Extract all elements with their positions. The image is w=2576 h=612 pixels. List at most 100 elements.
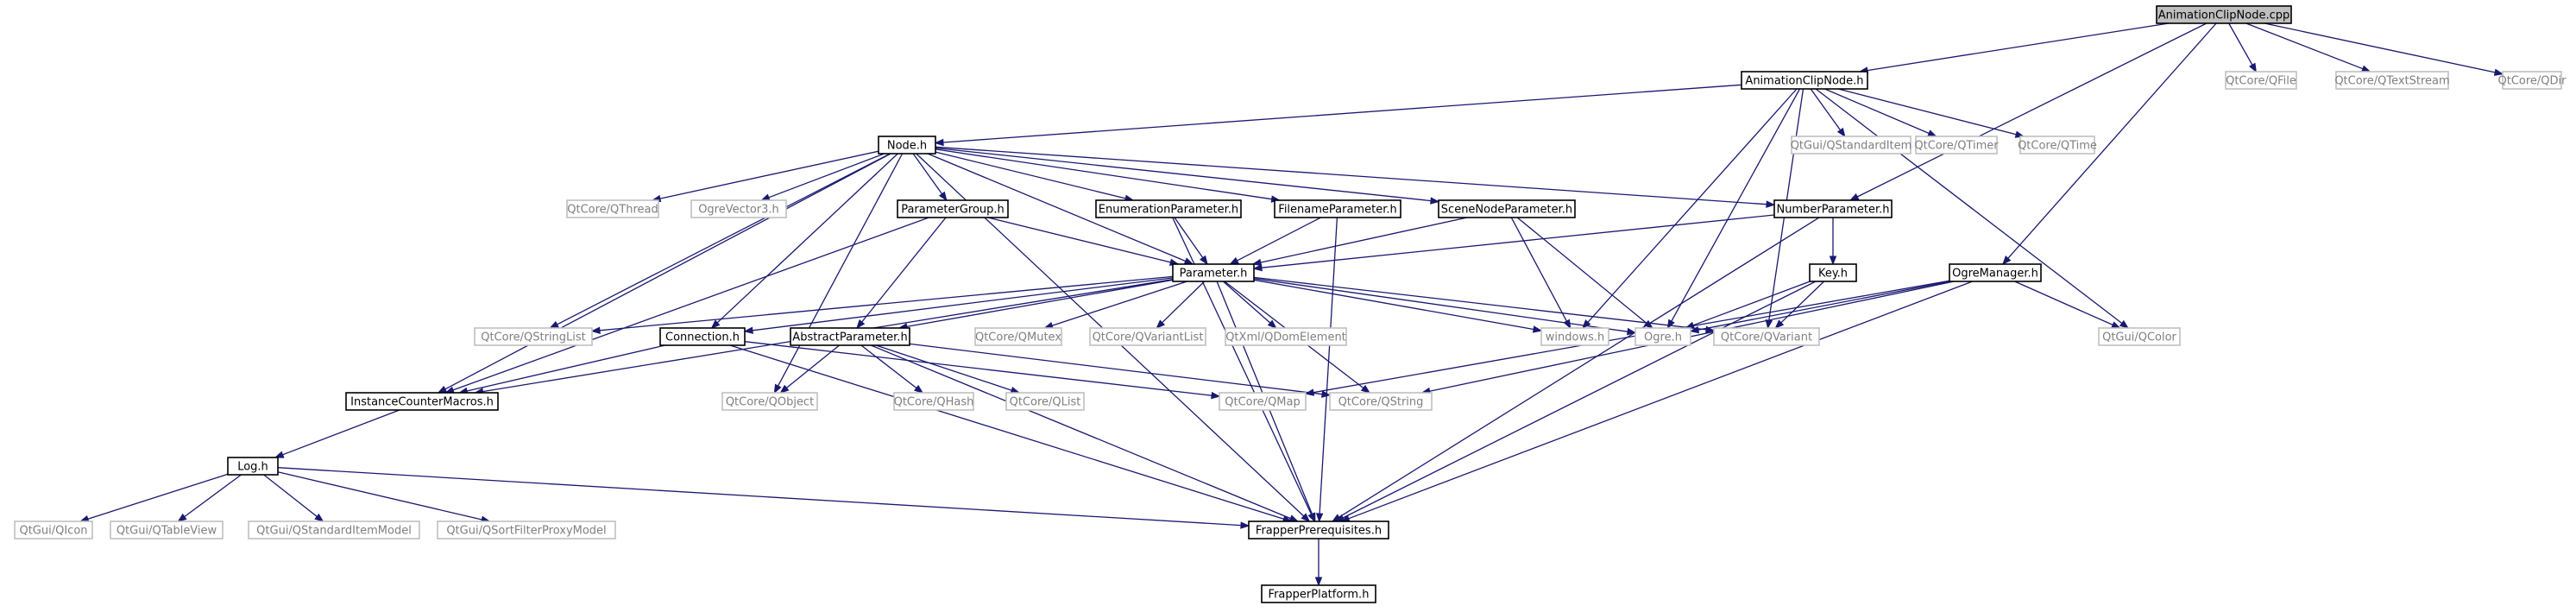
node-label: QtCore/QDir xyxy=(2498,75,2567,88)
edge-scenenodeparameter-h-to-windows-h xyxy=(1510,217,1571,330)
edge-animationclipnode-cpp-to-animationclipnode-h xyxy=(1858,22,2170,74)
node-frapperplatform-h[interactable]: FrapperPlatform.h xyxy=(1261,584,1376,603)
edge-node-h-to-scenenodeparameter-h xyxy=(935,147,1440,205)
edge-abstractparameter-h-to-qstring xyxy=(909,343,1332,398)
edge-ogremanager-h-to-frapperprerequisites-h xyxy=(1340,281,1973,522)
node-box xyxy=(2225,71,2297,90)
node-box xyxy=(2156,5,2292,24)
edge-connection-h-to-qmap xyxy=(744,341,1221,400)
node-label: Ogre.h xyxy=(1644,331,1682,344)
node-label: FilenameParameter.h xyxy=(1278,204,1396,217)
node-qlist: QtCore/QList xyxy=(1005,392,1085,411)
node-frapperprerequisites-h[interactable]: FrapperPrerequisites.h xyxy=(1248,521,1389,539)
node-box xyxy=(897,199,1009,218)
node-animationclipnode-h[interactable]: AnimationClipNode.h xyxy=(1741,71,1868,90)
edge-parameter-h-to-windows-h xyxy=(1253,279,1543,333)
node-box xyxy=(878,136,936,155)
node-box xyxy=(248,521,420,539)
node-label: Node.h xyxy=(887,140,927,153)
node-ogre-h: Ogre.h xyxy=(1634,327,1691,346)
node-label: QtCore/QStringList xyxy=(481,331,586,344)
node-qstringlist: QtCore/QStringList xyxy=(474,327,593,346)
node-box xyxy=(721,392,818,411)
node-box xyxy=(1089,327,1206,346)
edge-parameter-h-to-qvariantlist xyxy=(1156,281,1206,329)
edge-node-h-to-numberparameter-h xyxy=(935,146,1776,208)
node-label: QtGui/QColor xyxy=(2102,331,2176,344)
edge-node-h-to-instancecountermacros-h xyxy=(437,153,891,394)
node-label: QtCore/QList xyxy=(1010,396,1081,409)
node-numberparameter-h[interactable]: NumberParameter.h xyxy=(1773,199,1893,218)
edge-animationclipnode-h-to-qstandarditem xyxy=(1810,88,1846,138)
edge-animationclipnode-h-to-node-h xyxy=(934,84,1742,147)
node-box xyxy=(345,392,499,411)
edge-parameter-h-to-qvariant xyxy=(1253,276,1716,334)
node-label: ParameterGroup.h xyxy=(901,204,1005,217)
node-parameter-h[interactable]: Parameter.h xyxy=(1172,263,1255,282)
edge-key-h-to-ogre-h xyxy=(1685,281,1811,329)
node-label: SceneNodeParameter.h xyxy=(1441,204,1572,217)
node-box xyxy=(2335,71,2449,90)
node-label: Connection.h xyxy=(665,331,740,344)
node-qfile: QtCore/QFile xyxy=(2225,71,2297,90)
node-label: OgreVector3.h xyxy=(698,204,779,217)
node-label: AbstractParameter.h xyxy=(792,331,907,344)
node-animationclipnode-cpp[interactable]: AnimationClipNode.cpp xyxy=(2156,5,2292,24)
node-label: QtCore/QVariant xyxy=(1721,331,1812,344)
node-label: FrapperPrerequisites.h xyxy=(1256,525,1382,538)
node-label: AnimationClipNode.h xyxy=(1745,75,1863,88)
node-qobject: QtCore/QObject xyxy=(721,392,818,411)
edge-instancecountermacros-h-to-log-h xyxy=(274,409,400,458)
node-abstractparameter-h[interactable]: AbstractParameter.h xyxy=(790,327,910,346)
edge-parameter-h-to-connection-h xyxy=(743,277,1174,334)
edge-log-h-to-qsortfilterproxymodel xyxy=(277,471,491,524)
node-log-h[interactable]: Log.h xyxy=(227,457,279,476)
node-key-h[interactable]: Key.h xyxy=(1809,263,1857,282)
node-ogremanager-h[interactable]: OgreManager.h xyxy=(1949,263,2042,282)
edge-connection-h-to-instancecountermacros-h xyxy=(457,344,665,395)
node-box xyxy=(1741,71,1868,90)
edge-animationclipnode-h-to-windows-h xyxy=(1582,88,1798,330)
edge-frapperprerequisites-h-to-frapperplatform-h xyxy=(1314,539,1323,587)
node-scenenodeparameter-h[interactable]: SceneNodeParameter.h xyxy=(1438,199,1576,218)
node-label: QtCore/QTextStream xyxy=(2334,75,2449,88)
node-box xyxy=(1809,263,1857,282)
node-box xyxy=(690,199,787,218)
node-box xyxy=(1329,392,1433,411)
node-parametergroup-h[interactable]: ParameterGroup.h xyxy=(897,199,1009,218)
node-qhash: QtCore/QHash xyxy=(893,392,974,411)
node-box xyxy=(1274,199,1401,218)
node-filenameparameter-h[interactable]: FilenameParameter.h xyxy=(1274,199,1401,218)
node-box xyxy=(1791,136,1912,155)
node-enumerationparameter-h[interactable]: EnumerationParameter.h xyxy=(1095,199,1242,218)
edge-abstractparameter-h-to-qobject xyxy=(779,344,841,394)
node-ogrevector3-h: OgreVector3.h xyxy=(690,199,787,218)
node-box xyxy=(14,521,93,539)
node-qsortfilterproxymodel: QtGui/QSortFilterProxyModel xyxy=(437,521,616,539)
edge-numberparameter-h-to-key-h xyxy=(1829,218,1837,266)
edge-parameter-h-to-qstringlist xyxy=(590,275,1174,334)
node-instancecountermacros-h[interactable]: InstanceCounterMacros.h xyxy=(345,392,499,411)
node-qcolor: QtGui/QColor xyxy=(2098,327,2181,346)
node-connection-h[interactable]: Connection.h xyxy=(659,327,746,346)
node-label: QtCore/QVariantList xyxy=(1093,331,1204,344)
node-qdir: QtCore/QDir xyxy=(2498,71,2567,90)
node-label: QtCore/QTime xyxy=(2018,140,2097,153)
node-qicon: QtGui/QIcon xyxy=(14,521,93,539)
edge-numberparameter-h-to-frapperprerequisites-h xyxy=(1331,217,1820,522)
node-qvariantlist: QtCore/QVariantList xyxy=(1089,327,1206,346)
edge-log-h-to-qicon xyxy=(79,473,229,523)
node-box xyxy=(1219,392,1307,411)
node-box xyxy=(974,327,1062,346)
node-label: NumberParameter.h xyxy=(1776,204,1889,217)
edge-log-h-to-qstandarditemmodel xyxy=(263,474,324,522)
node-node-h[interactable]: Node.h xyxy=(878,136,936,155)
node-box xyxy=(474,327,593,346)
edge-animationclipnode-h-to-qtime xyxy=(1837,88,2025,138)
edge-node-h-to-connection-h xyxy=(710,153,898,329)
node-qtimer: QtCore/QTimer xyxy=(1914,136,1999,155)
node-box xyxy=(1773,199,1893,218)
edge-ogremanager-h-to-qmap xyxy=(1304,280,1950,396)
node-label: EnumerationParameter.h xyxy=(1099,204,1238,217)
